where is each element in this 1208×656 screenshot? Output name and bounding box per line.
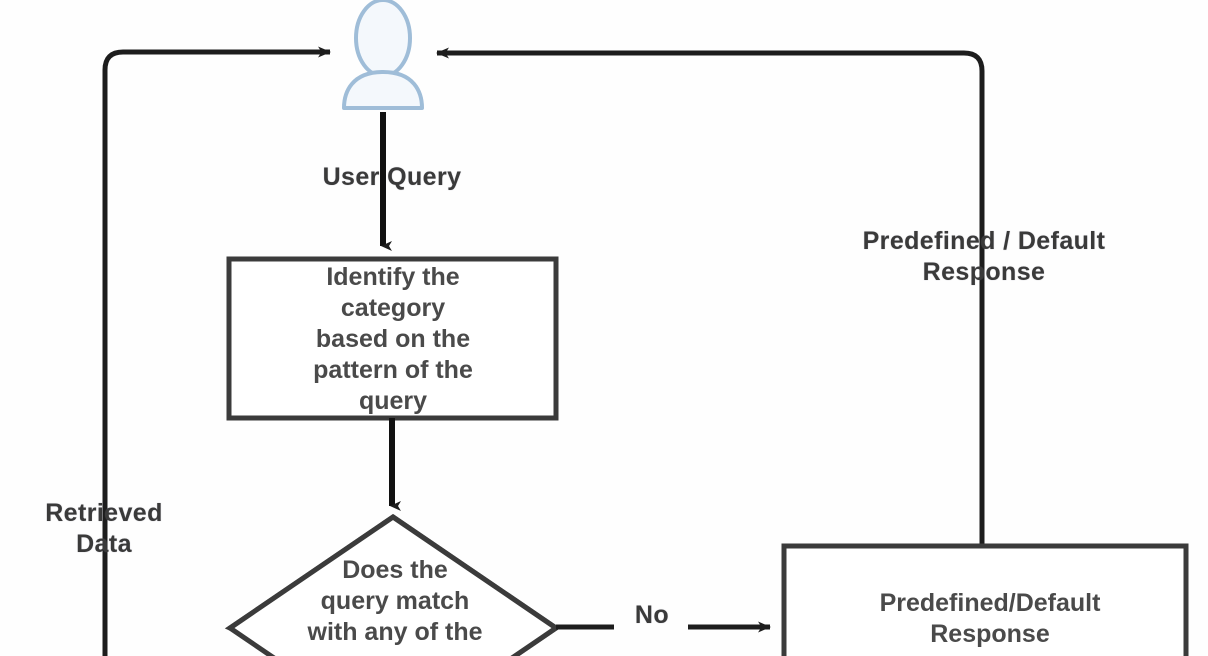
user-person-icon [342,0,424,110]
decision-diamond [224,513,561,656]
edge-retrieved-data-to-user [102,46,331,656]
predefined-default-response-box-label: Predefined/Default Response [879,589,1101,648]
predefined-default-response-box [781,543,1189,656]
edge-default-response-to-user [436,47,985,545]
edge-label-predefined-default-response: Predefined / Default Response [862,227,1106,286]
decision-diamond-label: Does the query match with any of the [307,556,483,646]
identify-category-box-label: Identify the category based on the patte… [313,263,473,415]
edge-label-user-query: User Query [322,163,462,191]
edge-label-no: No [634,601,670,629]
edge-label-retrieved-data: Retrieved Data [45,499,163,558]
